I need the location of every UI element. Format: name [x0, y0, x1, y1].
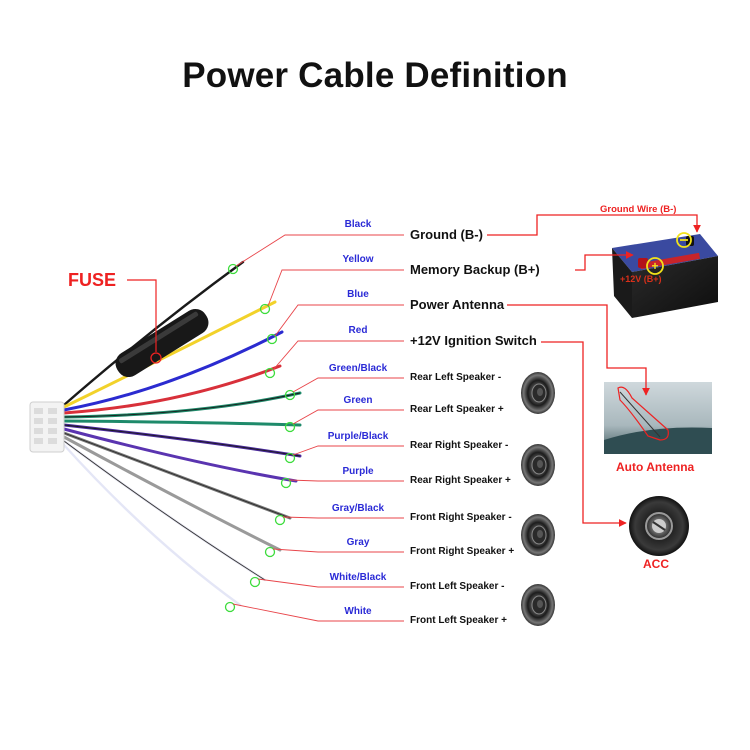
wire-end-marker [274, 514, 286, 526]
ignition-callout [541, 341, 627, 527]
wire-red [62, 364, 282, 415]
leader-line [257, 578, 404, 588]
leader-lines [224, 234, 404, 622]
wire-function-label: Power Antenna [410, 297, 505, 312]
fuse-marker [150, 352, 162, 364]
wire-end-marker [249, 576, 261, 588]
speakers [521, 372, 555, 626]
wire-purple [62, 427, 298, 483]
speaker-icon [521, 584, 555, 626]
wire-white [62, 443, 242, 607]
wire-end-marker [284, 421, 296, 433]
harness-connector [29, 401, 65, 453]
wire-end-marker [264, 546, 276, 558]
ground-wire-callout [487, 214, 701, 236]
wire-end-marker [259, 303, 271, 315]
auto-antenna-label: Auto Antenna [616, 460, 695, 474]
wire-color-label: White/Black [329, 572, 387, 583]
wire-function-label: Front Right Speaker + [410, 546, 515, 557]
leader-line [292, 445, 404, 456]
fuse-label: FUSE [68, 270, 117, 290]
leader-line [267, 269, 404, 307]
wire-green [62, 419, 302, 427]
positive-symbol: + [651, 259, 658, 273]
wire-gray [62, 435, 282, 552]
wire-color-label: Green [343, 395, 373, 406]
leader-line [274, 304, 404, 337]
leader-line [235, 234, 404, 267]
wire-function-label: Rear Left Speaker - [410, 372, 502, 383]
wire-function-label: Memory Backup (B+) [410, 262, 540, 277]
wire-color-label: Purple/Black [327, 431, 389, 442]
acc-ignition-image [629, 496, 689, 556]
wire-color-label: Gray [346, 537, 370, 548]
wire-function-label: Ground (B-) [410, 227, 483, 242]
wire-end-marker [224, 601, 236, 613]
wire-end-marker [227, 263, 239, 275]
wire-bundle [62, 260, 302, 607]
battery-negative-marker [676, 232, 692, 248]
leader-line [272, 340, 404, 371]
power-antenna-callout [507, 304, 650, 396]
fuse-leader-line [127, 279, 157, 352]
wire-function-label: Front Left Speaker - [410, 581, 505, 592]
wire-function-label: Rear Left Speaker + [410, 404, 504, 415]
leader-line [292, 409, 404, 425]
wire-color-label: Blue [347, 289, 369, 300]
battery-positive-label: +12V (B+) [620, 274, 662, 284]
wire-stripe [63, 440, 266, 581]
leader-line [282, 516, 404, 519]
wire-function-label: Front Left Speaker + [410, 615, 507, 626]
wire-purple-black [62, 423, 302, 458]
speaker-icon [521, 514, 555, 556]
wire-color-label: Gray/Black [331, 503, 385, 514]
wire-color-label: Green/Black [328, 363, 388, 374]
wire-white-black [62, 439, 267, 582]
leader-line [232, 603, 404, 622]
wire-end-marker [284, 452, 296, 464]
speaker-icon [521, 444, 555, 486]
wire-color-label: White [344, 606, 372, 617]
wire-function-label: Rear Right Speaker - [410, 440, 509, 451]
wire-color-label: Yellow [342, 254, 374, 265]
wire-function-label: Rear Right Speaker + [410, 475, 511, 486]
fuse-holder [115, 279, 209, 378]
wire-end-marker [284, 389, 296, 401]
wire-blue [62, 330, 284, 412]
wire-color-label: Black [344, 219, 372, 230]
ground-wire-label: Ground Wire (B-) [600, 204, 677, 215]
memory-backup-callout [575, 251, 634, 271]
wire-yellow [62, 300, 277, 409]
wire-stripe [63, 424, 301, 457]
wire-end-marker [280, 477, 292, 489]
wire-end-marker [264, 367, 276, 379]
auto-antenna-image [604, 382, 712, 454]
wire-function-label: +12V Ignition Switch [410, 333, 537, 348]
wire-stripe [63, 432, 291, 519]
leader-line [292, 377, 404, 393]
diagram-title: Power Cable Definition [182, 56, 568, 95]
wire-stripe [63, 392, 301, 418]
wire-end-marker [266, 333, 278, 345]
leader-line [288, 479, 404, 482]
wire-black [62, 260, 245, 407]
car-battery: + +12V (B+) [612, 232, 718, 318]
wire-color-label: Purple [342, 466, 374, 477]
callout-lines [487, 214, 701, 527]
wire-color-label: Red [348, 325, 368, 336]
speaker-icon [521, 372, 555, 414]
leader-line [272, 548, 404, 553]
wire-function-label: Front Right Speaker - [410, 512, 512, 523]
battery-positive-marker [646, 257, 664, 275]
acc-label: ACC [643, 557, 669, 571]
